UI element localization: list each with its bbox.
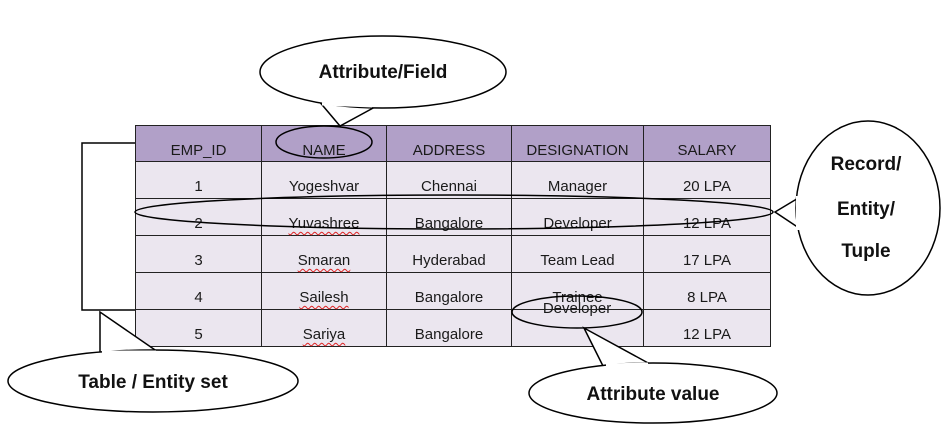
callout-attribute-field: Attribute/Field: [259, 35, 507, 127]
cell-address: Hyderabad: [386, 235, 512, 273]
callout-pointer: [99, 310, 159, 356]
callout-table-entity-set: Table / Entity set: [7, 310, 299, 413]
header-designation: DESIGNATION: [511, 125, 644, 162]
callout-attribute-value: Attribute value: [528, 326, 778, 424]
callout-record-label-2: Entity/: [837, 199, 896, 220]
callout-pointer: [582, 326, 651, 369]
cell-name: Yuvashree: [261, 198, 387, 236]
header-emp-id: EMP_ID: [135, 125, 262, 162]
callout-record-label-1: Record/: [831, 154, 902, 175]
table-row: 3 Smaran Hyderabad Team Lead 17 LPA: [135, 235, 771, 273]
cell-address: Bangalore: [386, 272, 512, 310]
name-highlight-ellipse: [275, 125, 373, 159]
callout-table-entity-set-label: Table / Entity set: [78, 372, 228, 393]
callout-record-entity-tuple: Record/ Entity/ Tuple: [773, 120, 941, 296]
cell-name: Smaran: [261, 235, 387, 273]
callout-bubble: [528, 362, 778, 424]
callout-record-label-3: Tuple: [841, 241, 890, 262]
callout-bubble: [259, 35, 507, 109]
cell-salary: 12 LPA: [643, 309, 771, 347]
cell-name: Yogeshvar: [261, 161, 387, 199]
callout-attribute-value-label: Attribute value: [586, 384, 719, 405]
cell-name-text: Sailesh: [299, 289, 349, 306]
cell-salary: 12 LPA: [643, 198, 771, 236]
cell-name-text: Smaran: [297, 252, 351, 269]
table-row: 4 Sailesh Bangalore Trainee 8 LPA: [135, 272, 771, 310]
cell-emp-id: 2: [135, 198, 262, 236]
record-highlight-ellipse: [134, 194, 774, 230]
cell-address: Bangalore: [386, 309, 512, 347]
callout-bubble: [7, 349, 299, 413]
cell-name-text: Sariya: [302, 326, 346, 343]
cell-salary: 8 LPA: [643, 272, 771, 310]
cell-emp-id: 3: [135, 235, 262, 273]
attribute-value-highlight-ellipse: [511, 295, 643, 329]
callout-joint-mask: [321, 102, 373, 108]
cell-emp-id: 4: [135, 272, 262, 310]
callout-attribute-field-label: Attribute/Field: [319, 62, 448, 83]
table-bracket: [81, 142, 135, 311]
circled-attribute-value: Developer: [542, 300, 612, 317]
cell-designation: Trainee: [511, 272, 644, 310]
cell-emp-id: 5: [135, 309, 262, 347]
cell-emp-id: 1: [135, 161, 262, 199]
cell-name: Sariya: [261, 309, 387, 347]
header-salary: SALARY: [643, 125, 771, 162]
callout-joint-mask: [605, 362, 649, 367]
table-header-row: EMP_ID NAME ADDRESS DESIGNATION SALARY: [135, 125, 771, 162]
cell-address: Chennai: [386, 161, 512, 199]
